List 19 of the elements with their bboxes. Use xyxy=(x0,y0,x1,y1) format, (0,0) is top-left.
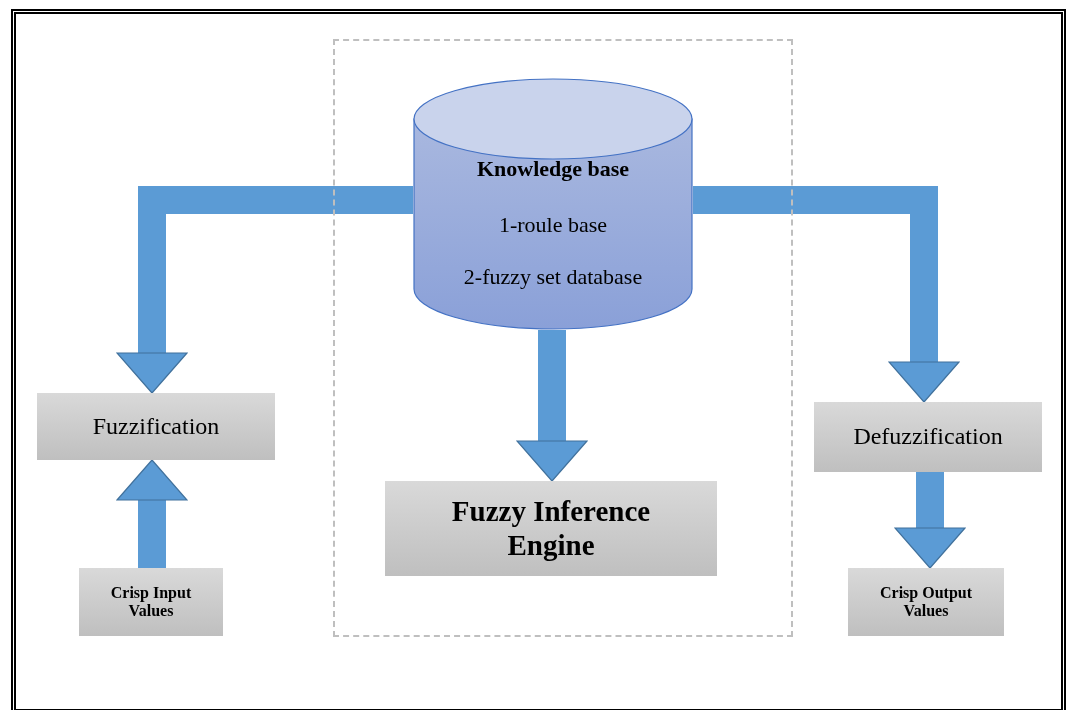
node-text: 2-fuzzy set database xyxy=(462,264,644,290)
box-label: Fuzzy Inference Engine xyxy=(450,495,652,562)
process-box xyxy=(37,393,275,460)
block-arrow xyxy=(516,330,588,482)
box-label: Defuzzification xyxy=(853,423,1003,451)
process-box xyxy=(385,481,717,576)
box-label: Crisp Output Values xyxy=(879,583,973,621)
process-box xyxy=(814,402,1042,472)
block-arrow xyxy=(693,186,960,403)
process-box xyxy=(79,568,223,636)
block-arrow xyxy=(116,459,188,568)
process-box xyxy=(848,568,1004,636)
box-label: Fuzzification xyxy=(92,412,220,441)
node-title: Knowledge base xyxy=(475,156,631,182)
box-label: Crisp Input Values xyxy=(109,583,193,621)
block-arrow xyxy=(894,472,966,569)
dashed-group-frame xyxy=(333,39,793,637)
node-text: 1-roule base xyxy=(497,212,609,238)
block-arrow xyxy=(116,186,413,394)
